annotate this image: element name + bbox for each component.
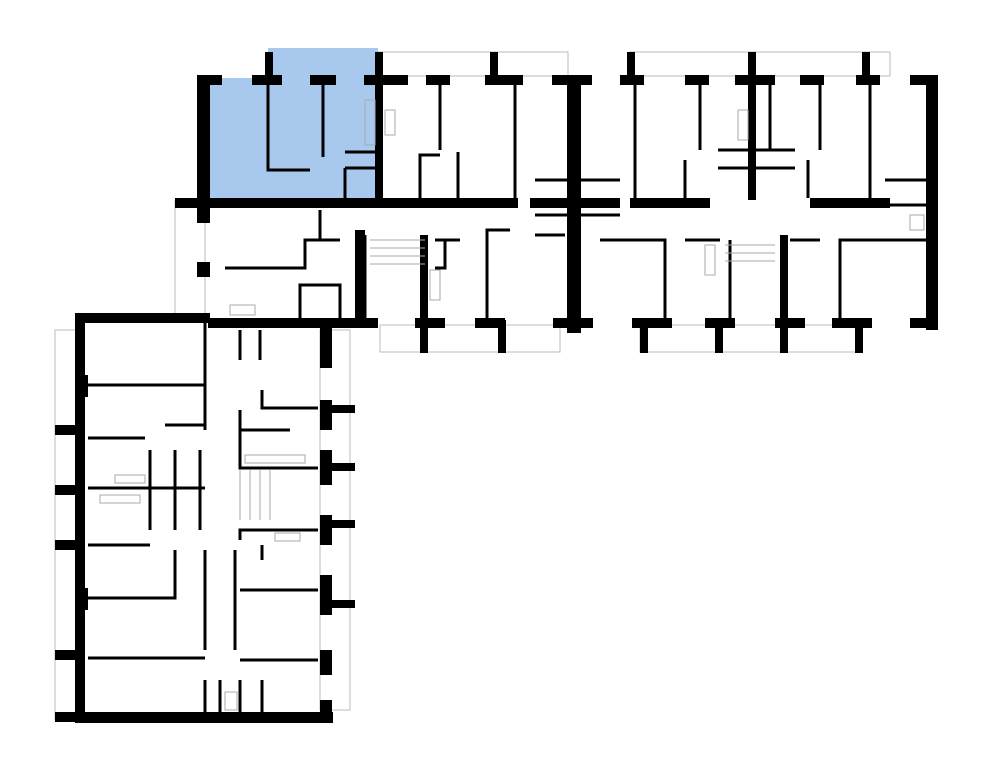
wall-segment bbox=[75, 313, 210, 323]
wall-segment bbox=[832, 318, 872, 328]
wall-segment bbox=[926, 75, 938, 330]
fixtures bbox=[99, 99, 925, 711]
wall-segment bbox=[320, 700, 332, 720]
wall-segment bbox=[208, 318, 378, 328]
wall-segment bbox=[498, 320, 506, 353]
wall-segment bbox=[640, 320, 648, 353]
wall-segment bbox=[420, 235, 428, 353]
wall-segment bbox=[530, 198, 620, 208]
wall-segment bbox=[862, 52, 870, 82]
wall-segment bbox=[485, 75, 523, 85]
wall-segment bbox=[320, 400, 332, 430]
wall-segment bbox=[632, 318, 672, 328]
wall-segment bbox=[800, 75, 824, 85]
partitions-top-wing bbox=[225, 80, 926, 318]
wall-segment bbox=[375, 52, 383, 200]
wall-segment bbox=[75, 313, 85, 723]
wall-segment bbox=[355, 230, 365, 325]
wall-segment bbox=[627, 52, 635, 82]
wall-segment bbox=[748, 52, 756, 200]
partitions-bottom-wing bbox=[88, 323, 318, 712]
wall-segment bbox=[715, 320, 723, 353]
wall-segment bbox=[175, 198, 460, 208]
wall-segment bbox=[265, 52, 273, 82]
wall-segment bbox=[440, 198, 518, 208]
wall-segment bbox=[320, 575, 332, 615]
stairs-steps bbox=[239, 239, 775, 520]
wall-segment bbox=[320, 463, 355, 471]
wall-segment bbox=[78, 588, 88, 610]
wall-segment bbox=[320, 515, 332, 545]
wall-segment bbox=[320, 520, 355, 528]
wall-segment bbox=[55, 540, 85, 550]
kitchen-bath-fixtures bbox=[99, 99, 925, 711]
partitions bbox=[88, 80, 926, 712]
highlighted-apartment[interactable] bbox=[208, 48, 378, 198]
wall-segment bbox=[197, 198, 210, 223]
wall-segment bbox=[320, 405, 355, 413]
wall-segment bbox=[197, 262, 210, 277]
wall-segment bbox=[855, 320, 863, 353]
wall-segment bbox=[320, 323, 332, 368]
wall-segment bbox=[75, 712, 333, 723]
wall-segment bbox=[320, 600, 355, 608]
wall-segment bbox=[197, 75, 210, 200]
wall-segment bbox=[685, 75, 709, 85]
wall-segment bbox=[340, 198, 420, 208]
wall-segment bbox=[415, 318, 445, 328]
wall-segment bbox=[810, 198, 890, 208]
wall-segment bbox=[78, 375, 88, 397]
walls bbox=[55, 52, 938, 723]
wall-segment bbox=[55, 425, 85, 435]
wall-segment bbox=[780, 235, 788, 353]
wall-segment bbox=[197, 75, 222, 85]
wall-segment bbox=[55, 485, 85, 495]
stairs bbox=[239, 239, 775, 520]
wall-segment bbox=[910, 75, 938, 85]
apartment-highlight[interactable] bbox=[208, 48, 378, 198]
wall-segment bbox=[475, 318, 505, 328]
wall-segment bbox=[490, 52, 498, 82]
wall-segment bbox=[364, 75, 408, 85]
wall-segment bbox=[55, 650, 85, 660]
wall-segment bbox=[775, 318, 805, 328]
wall-segment bbox=[630, 198, 710, 208]
wall-segment bbox=[55, 712, 85, 722]
wall-segment bbox=[320, 650, 332, 675]
wall-segment bbox=[553, 318, 593, 328]
wall-segment bbox=[426, 75, 450, 85]
wall-segment bbox=[910, 318, 938, 328]
